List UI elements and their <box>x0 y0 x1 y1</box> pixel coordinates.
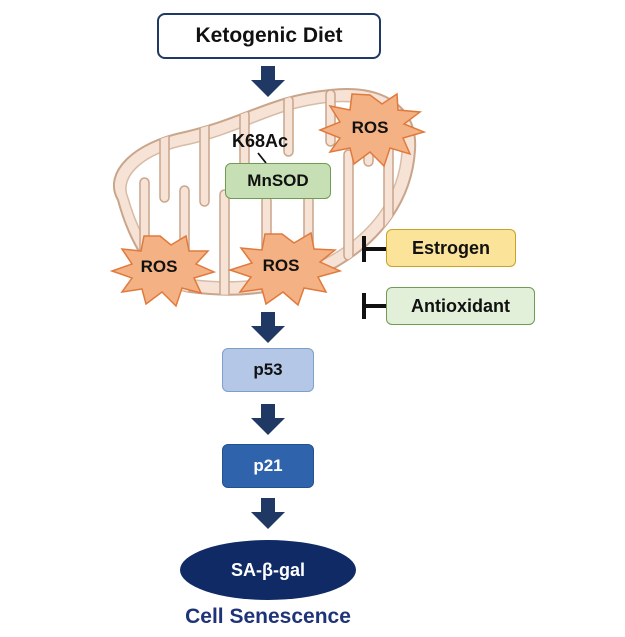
ros-burst-center: ROS <box>227 231 343 307</box>
ros-label: ROS <box>141 257 178 276</box>
arrow-down-icon <box>251 66 285 97</box>
cell-senescence-label: Cell Senescence <box>185 605 351 628</box>
p53-box: p53 <box>222 348 314 392</box>
inhibit-estrogen <box>362 236 386 262</box>
mnsod-box: MnSOD <box>225 163 331 199</box>
antioxidant-box: Antioxidant <box>386 287 535 325</box>
arrow-down-icon <box>251 312 285 343</box>
ros-burst-left: ROS <box>109 234 217 308</box>
ros-label: ROS <box>352 118 389 137</box>
ketogenic-diet-box: Ketogenic Diet <box>157 13 381 59</box>
k68ac-label: K68Ac <box>232 131 289 151</box>
ros-burst-top: ROS <box>317 92 427 168</box>
arrow-down-icon <box>251 404 285 435</box>
sa-beta-gal-ellipse: SA-β-gal <box>180 540 356 600</box>
p21-box: p21 <box>222 444 314 488</box>
estrogen-box: Estrogen <box>386 229 516 267</box>
inhibit-antioxidant <box>362 293 386 319</box>
ros-label: ROS <box>263 256 300 275</box>
arrow-down-icon <box>251 498 285 529</box>
